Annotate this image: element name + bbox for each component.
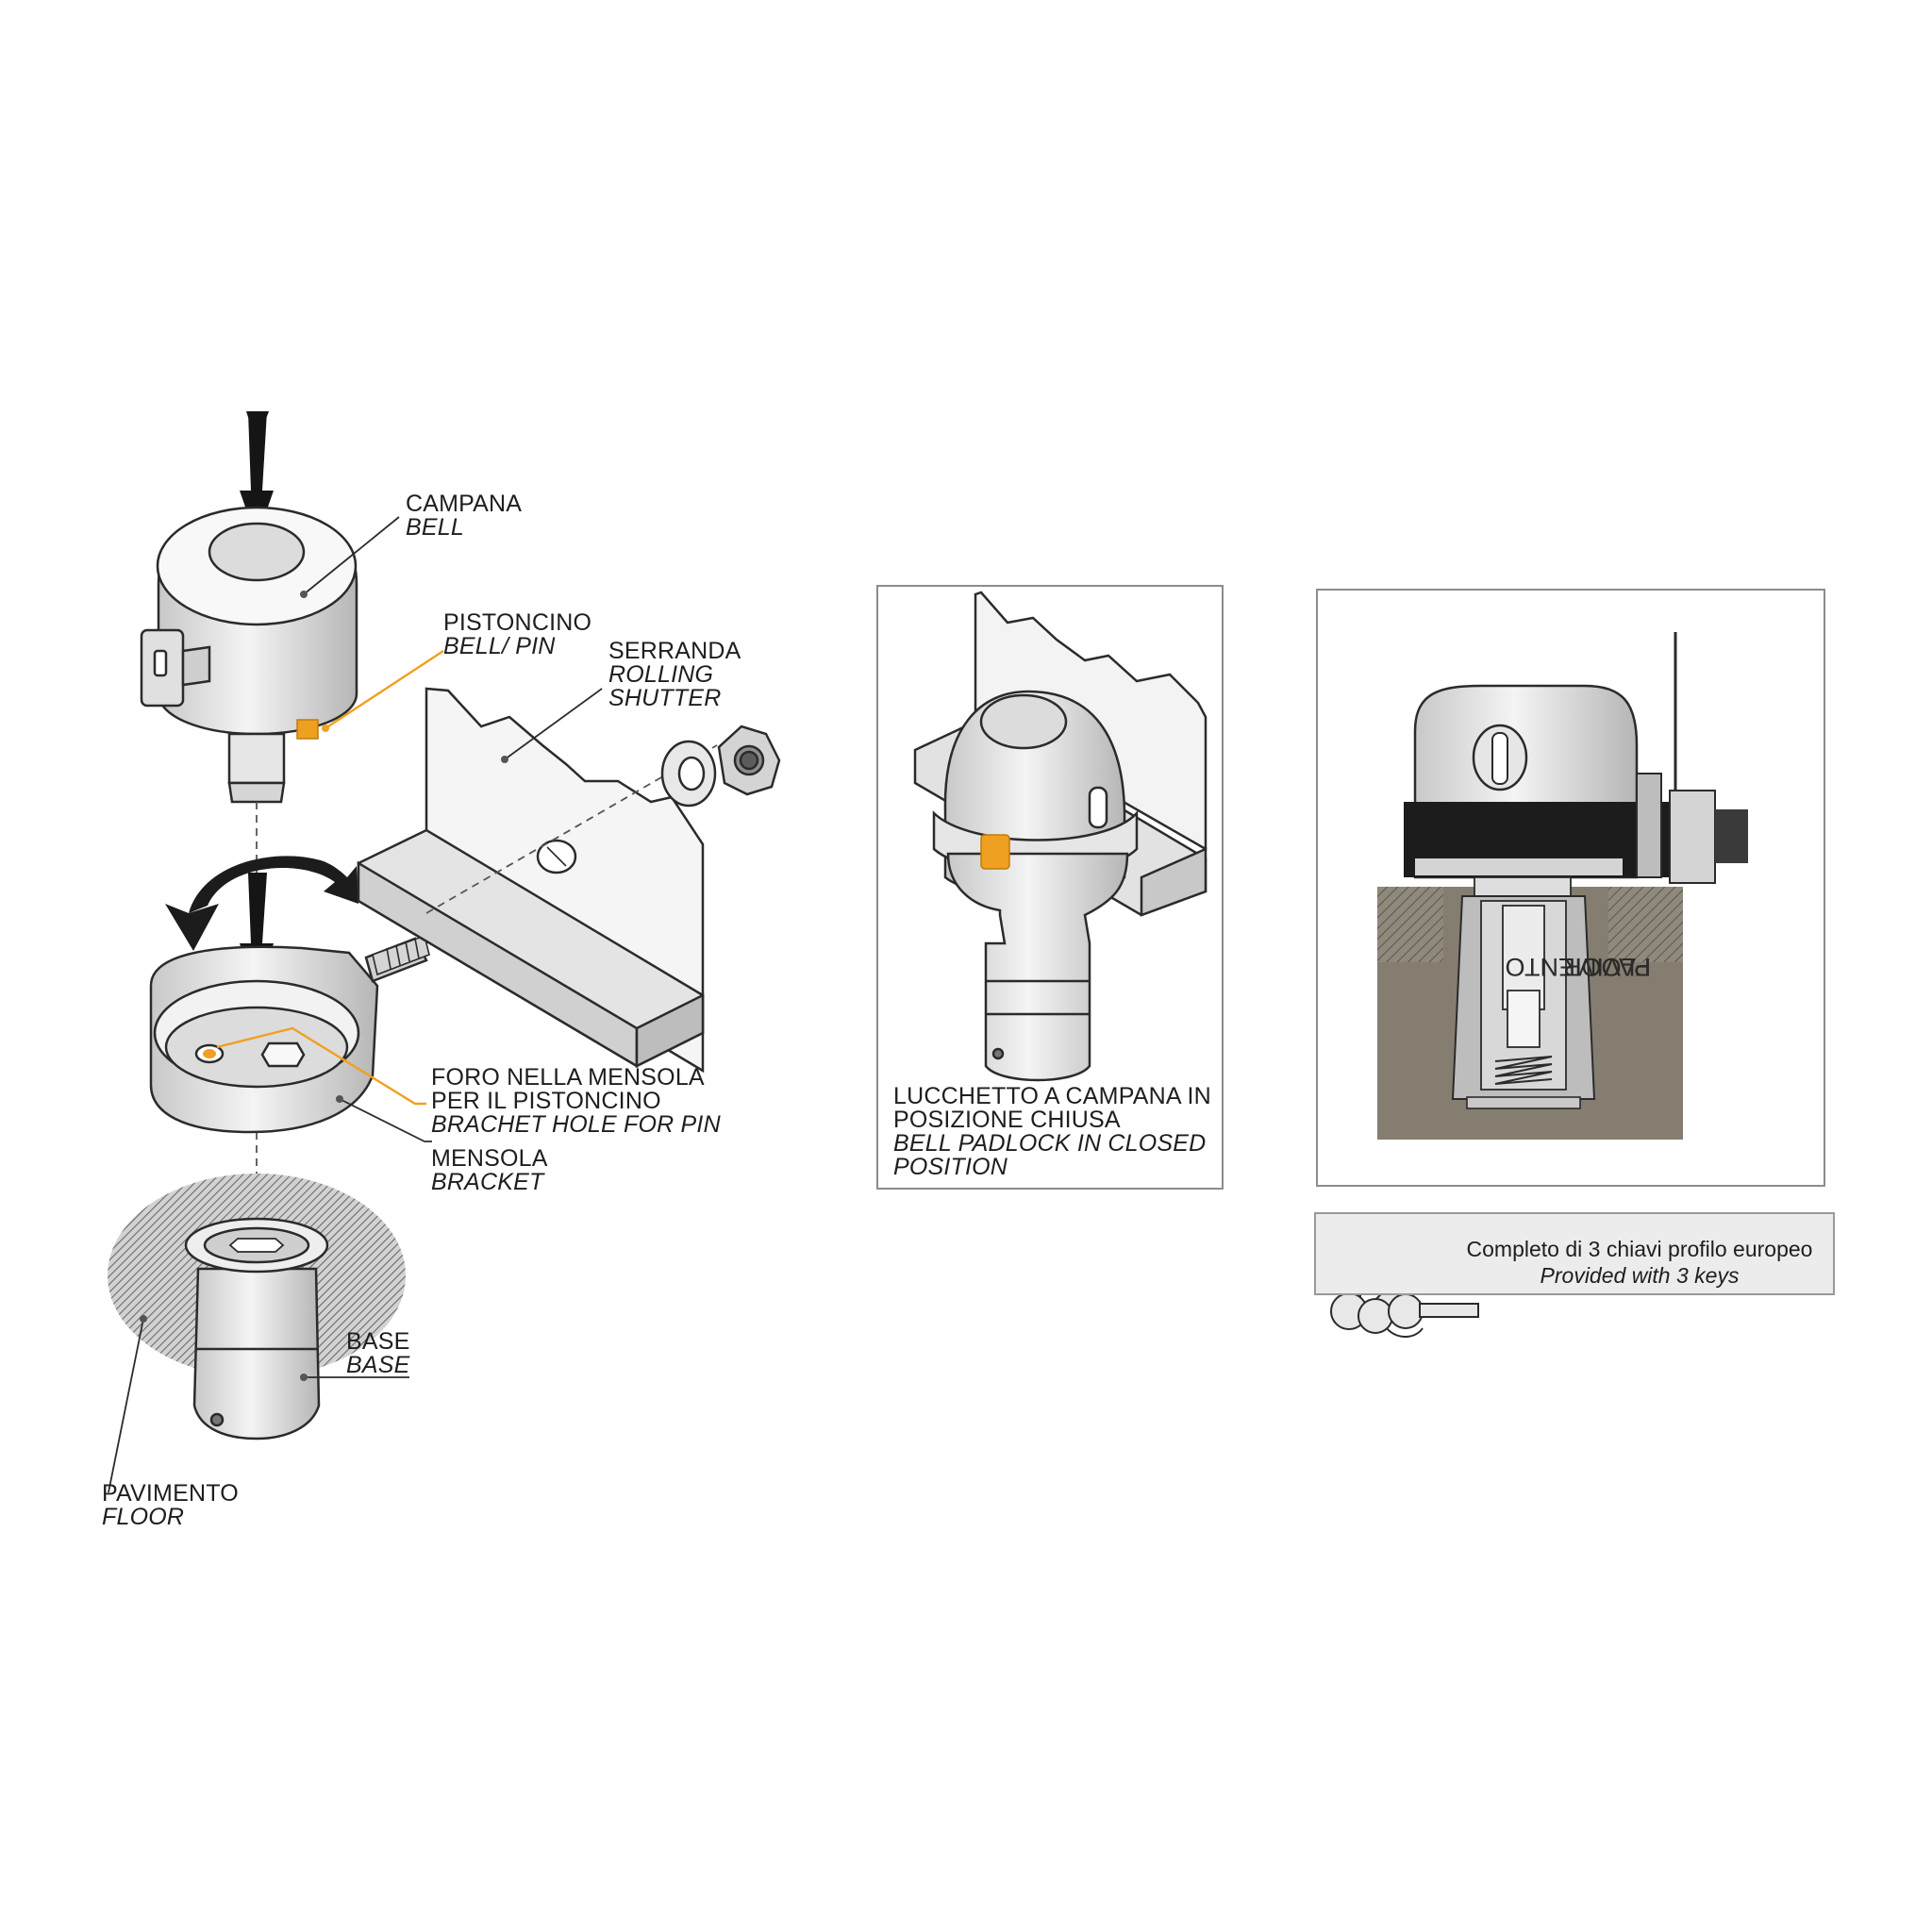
label-bell: CAMPANA BELL bbox=[406, 492, 522, 540]
label-bracket-it: MENSOLA bbox=[431, 1145, 548, 1172]
label-bracket-en: BRACKET bbox=[431, 1169, 544, 1195]
label-base-en: BASE bbox=[346, 1352, 410, 1378]
label-section-floor-en: FLOOR bbox=[1562, 953, 1651, 981]
label-shutter: SERRANDA ROLLING SHUTTER bbox=[608, 640, 741, 710]
bracket-part bbox=[149, 937, 428, 1134]
accent-leader-lines bbox=[216, 649, 444, 1106]
leader-dots bbox=[140, 591, 508, 1381]
base-part bbox=[184, 1217, 329, 1441]
label-closed-it1: LUCCHETTO A CAMPANA IN bbox=[893, 1083, 1211, 1109]
rotate-arrow-icon bbox=[165, 856, 358, 951]
label-floor-it: PAVIMENTO bbox=[102, 1480, 239, 1507]
shutter-part bbox=[357, 687, 705, 1074]
keys-info-it: Completo di 3 chiavi profilo europeo bbox=[1466, 1237, 1813, 1261]
bell-part bbox=[140, 506, 358, 804]
leader-lines bbox=[108, 516, 603, 1493]
pin-part bbox=[296, 719, 319, 740]
keys-info-text: Completo di 3 chiavi profilo europeo Pro… bbox=[1456, 1236, 1824, 1289]
label-hole: FORO NELLA MENSOLA PER IL PISTONCINO BRA… bbox=[431, 1066, 721, 1137]
label-closed-en2: POSITION bbox=[893, 1154, 1008, 1180]
label-pin-en: BELL/ PIN bbox=[443, 633, 556, 659]
keys-info-en: Provided with 3 keys bbox=[1540, 1263, 1740, 1288]
label-shutter-en1: ROLLING bbox=[608, 661, 714, 688]
threaded-bolt bbox=[372, 934, 430, 976]
washer-part bbox=[660, 740, 717, 808]
keys-info-box bbox=[1314, 1212, 1835, 1295]
label-pin-it: PISTONCINO bbox=[443, 609, 592, 636]
label-floor-en: FLOOR bbox=[102, 1504, 185, 1530]
closed-position-illustration bbox=[913, 591, 1208, 1082]
section-view-illustration bbox=[1377, 632, 1748, 1140]
pin-part-closed bbox=[980, 834, 1010, 870]
section-view-panel bbox=[1316, 589, 1825, 1187]
label-hole-en: BRACHET HOLE FOR PIN bbox=[431, 1111, 721, 1138]
label-bell-en: BELL bbox=[406, 514, 464, 541]
label-hole-it2: PER IL PISTONCINO bbox=[431, 1088, 661, 1114]
label-hole-it1: FORO NELLA MENSOLA bbox=[431, 1064, 705, 1091]
nut-part bbox=[717, 724, 781, 796]
label-pin: PISTONCINO BELL/ PIN bbox=[443, 611, 591, 658]
label-base-it: BASE bbox=[346, 1328, 410, 1355]
label-closed-it2: POSIZIONE CHIUSA bbox=[893, 1107, 1121, 1133]
label-shutter-en2: SHUTTER bbox=[608, 685, 722, 711]
closed-position-panel bbox=[876, 585, 1224, 1190]
label-bracket: MENSOLA BRACKET bbox=[431, 1147, 548, 1194]
label-shutter-it: SERRANDA bbox=[608, 638, 741, 664]
label-base: BASE BASE bbox=[346, 1330, 410, 1377]
label-closed-position: LUCCHETTO A CAMPANA IN POSIZIONE CHIUSA … bbox=[893, 1085, 1211, 1179]
label-floor: PAVIMENTO FLOOR bbox=[102, 1482, 239, 1529]
label-bell-it: CAMPANA bbox=[406, 491, 523, 517]
label-closed-en1: BELL PADLOCK IN CLOSED bbox=[893, 1130, 1207, 1157]
